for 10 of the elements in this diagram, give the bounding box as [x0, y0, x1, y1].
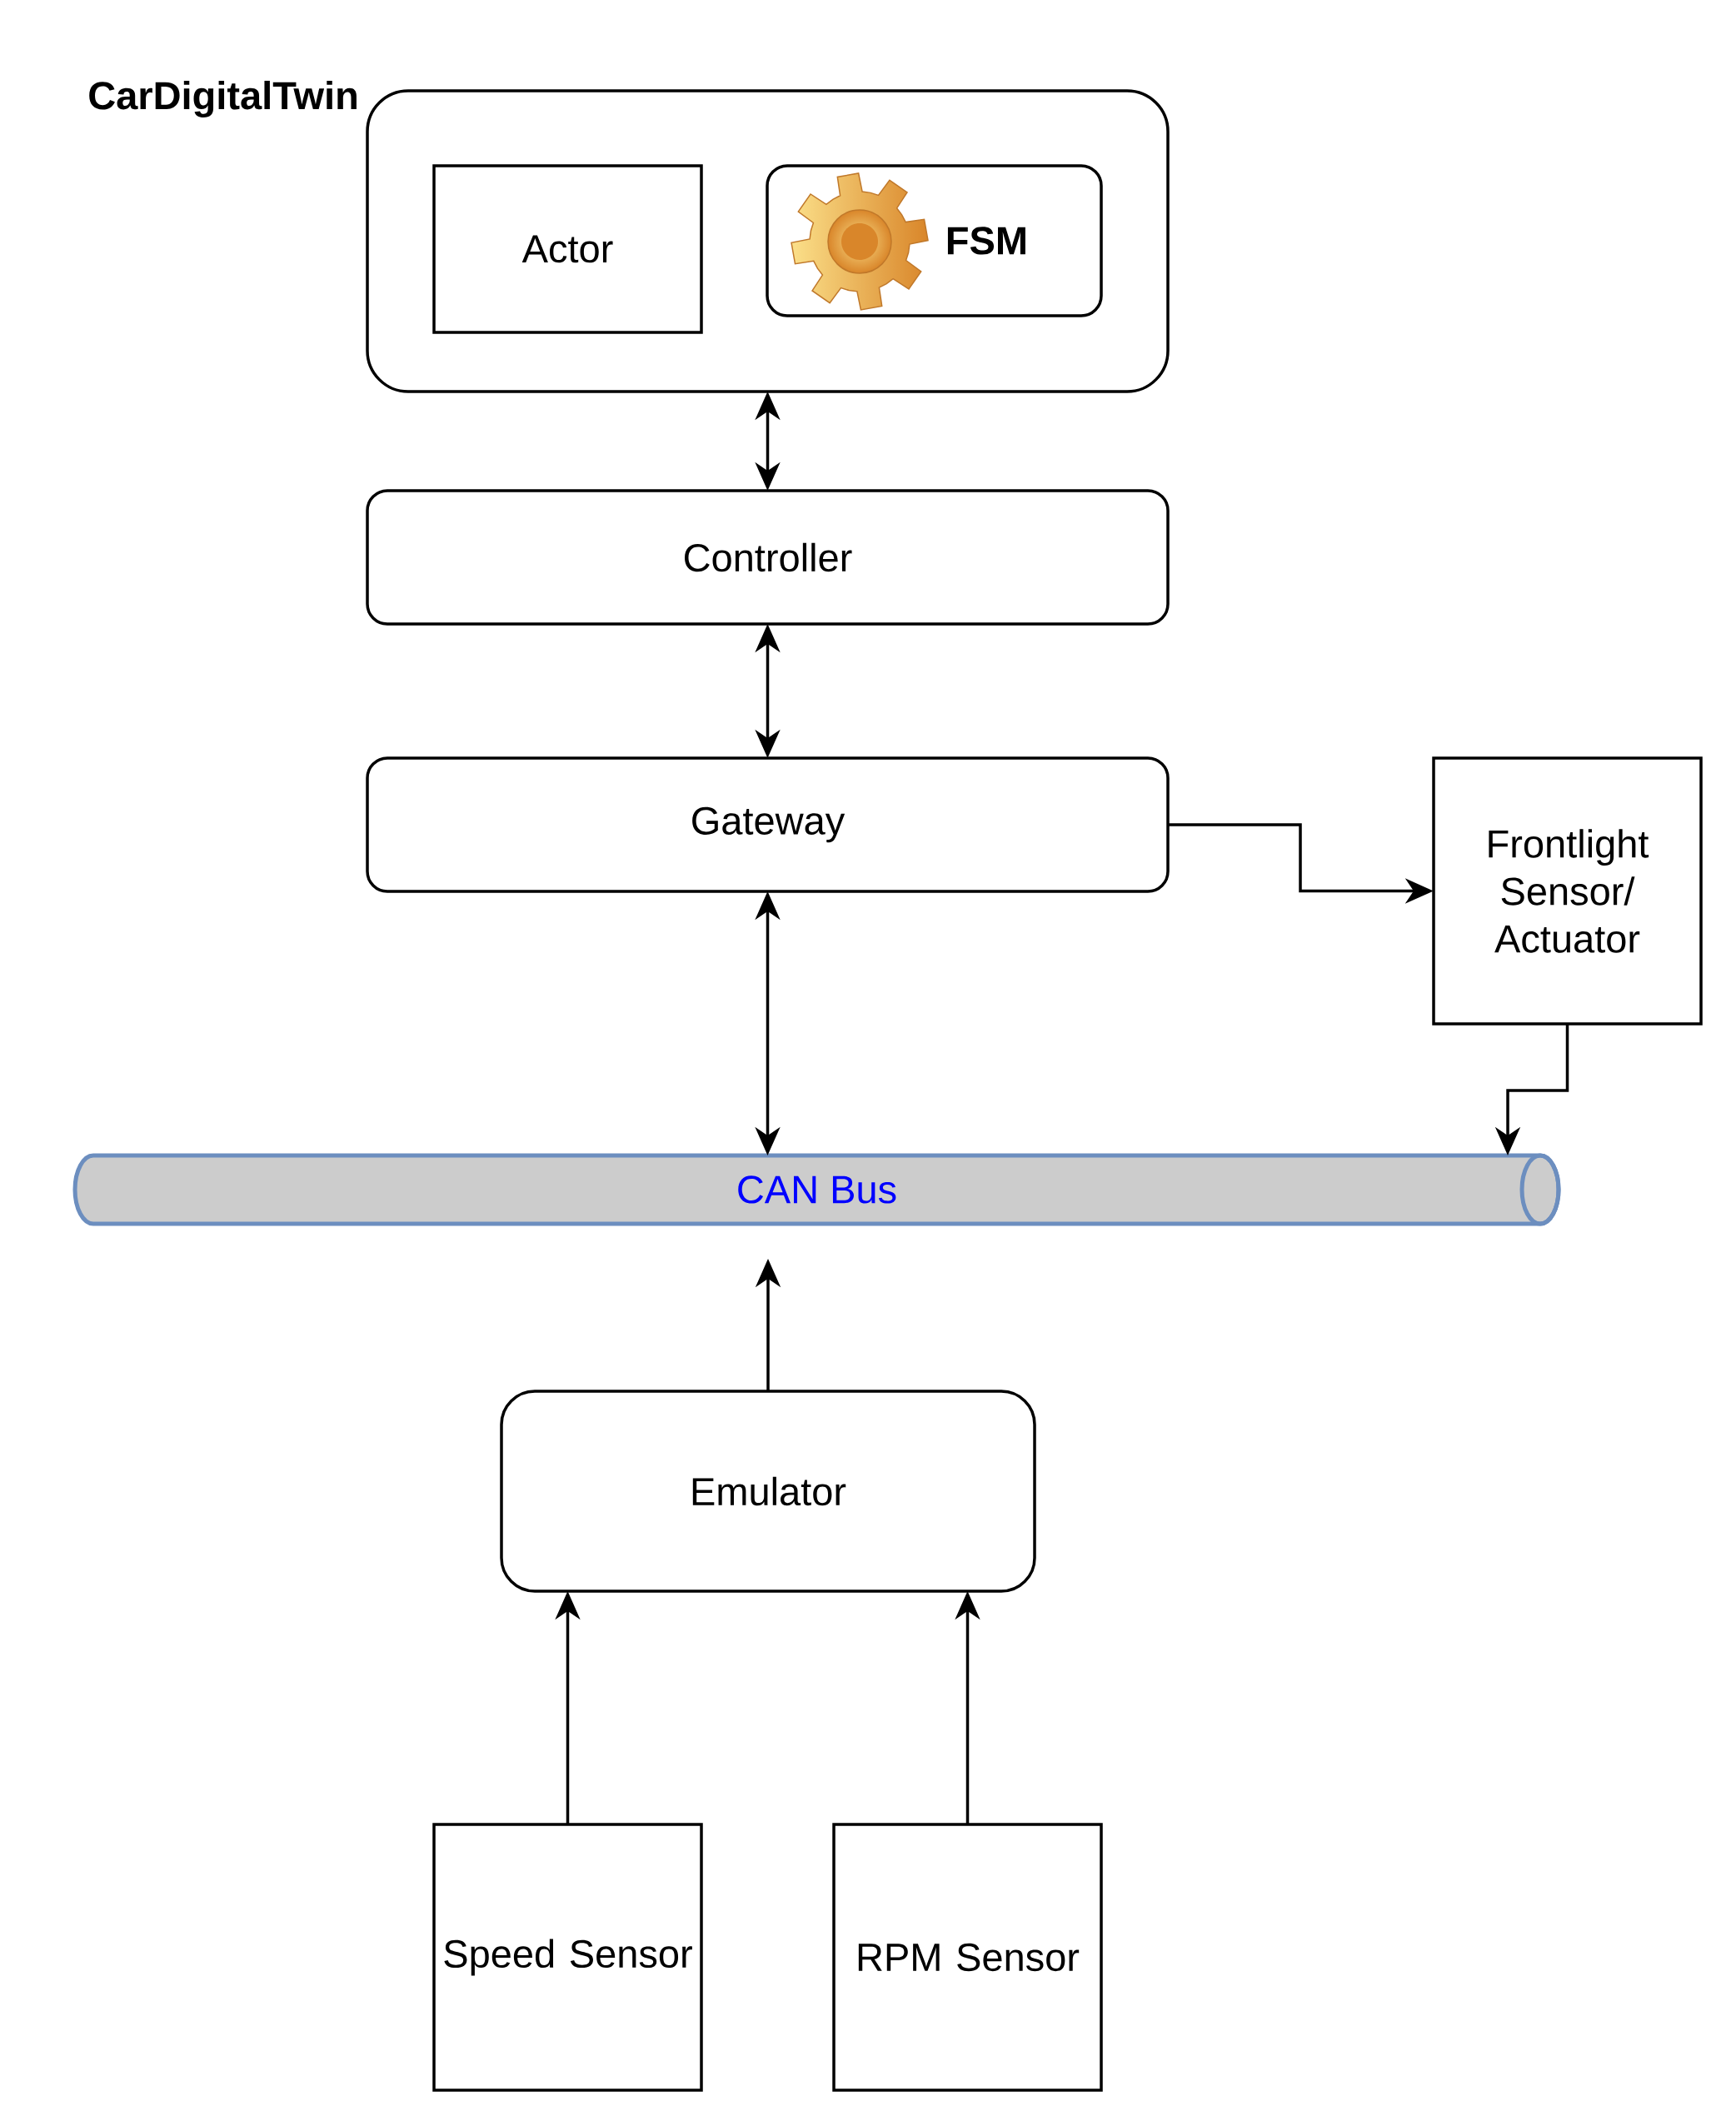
process-box: Speed Sensor	[432, 1823, 703, 2092]
group-title: CarDigitalTwin	[89, 80, 357, 117]
process-box: Controller	[366, 489, 1170, 626]
process-box: Actor	[432, 164, 703, 334]
process-box: Emulator	[500, 1390, 1036, 1593]
bus-cylinder: CAN Bus	[72, 1153, 1561, 1226]
process-box: Frontlight Sensor/ Actuator	[1432, 756, 1703, 1026]
process-box: Gateway	[366, 756, 1170, 893]
process-box: FSM	[766, 164, 1103, 317]
process-box: RPM Sensor	[832, 1823, 1103, 2092]
